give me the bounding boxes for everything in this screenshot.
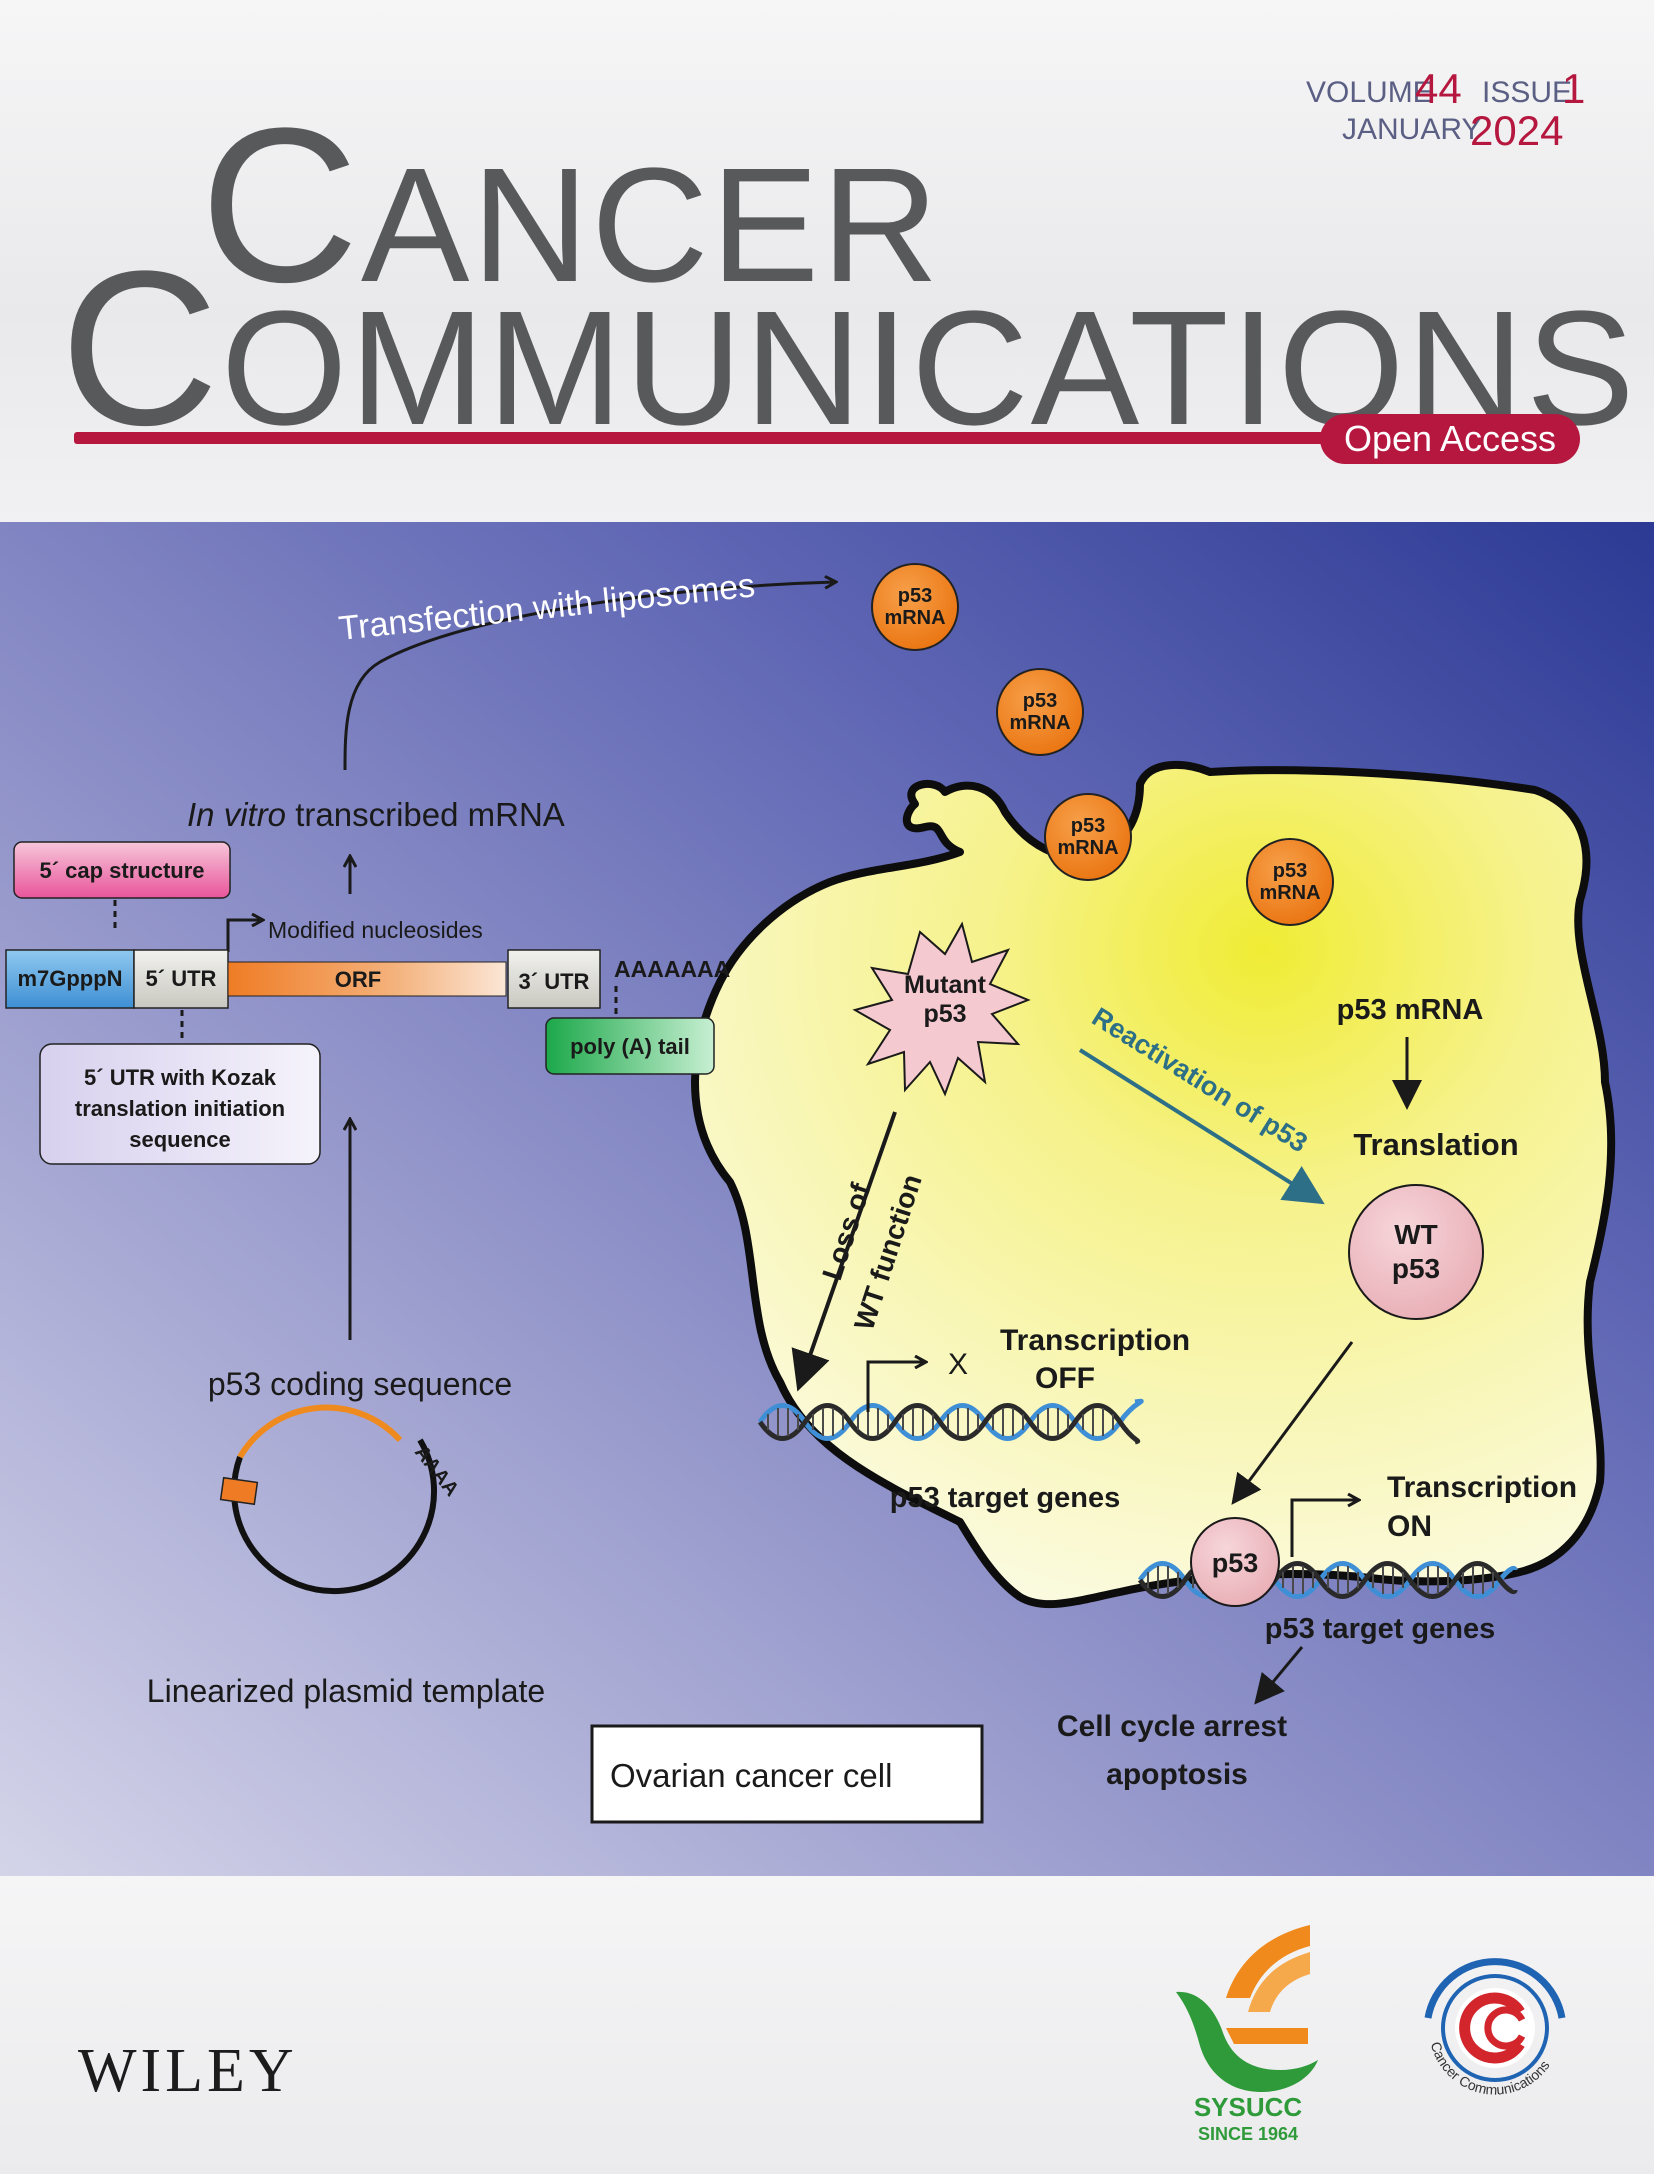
issue-month: JANUARY — [1342, 113, 1482, 146]
cap-segment — [5, 949, 135, 1009]
journal-title-line1: CANCER — [200, 82, 941, 328]
orf-segment-label: ORF — [335, 967, 381, 992]
wt-to-genes-arrow — [1231, 1341, 1354, 1505]
promoter-arrow-off — [866, 1362, 925, 1412]
kozak-box — [39, 1043, 321, 1165]
coding-sequence-label: p53 coding sequence — [208, 1366, 512, 1402]
svg-text:mRNA: mRNA — [1057, 837, 1118, 859]
svg-text:p53: p53 — [1071, 815, 1105, 837]
transcription-on-label: Transcription — [1387, 1471, 1577, 1504]
mutant-label: p53 — [923, 1000, 966, 1028]
svg-text:mRNA: mRNA — [884, 607, 945, 629]
open-access-badge: Open Access — [1320, 414, 1580, 464]
volume-number: 44 — [1415, 65, 1462, 112]
sysucc-since: SINCE 1964 — [1198, 2124, 1298, 2144]
cell-label-box — [590, 1724, 984, 1824]
polya-tail-box — [545, 1017, 715, 1075]
utr3-segment-label: 3´ UTR — [519, 969, 590, 994]
svg-text:mRNA: mRNA — [1259, 882, 1320, 904]
target-genes-on-label: p53 target genes — [1265, 1613, 1495, 1645]
utr3-segment — [507, 949, 601, 1009]
footer-background — [0, 1876, 1654, 2174]
title-rule — [74, 432, 1334, 444]
wt-p53-circle — [1348, 1184, 1484, 1320]
cap-structure-box — [13, 841, 231, 899]
kozak-label-line: 5´ UTR with Kozak — [84, 1065, 277, 1090]
mrna-bubble: p53 mRNA — [1044, 793, 1132, 881]
x-mark: X — [948, 1348, 968, 1381]
svg-text:p53: p53 — [1273, 860, 1307, 882]
sysucc-wordmark: SYSUCC — [1194, 2092, 1303, 2122]
p53-bound-label: p53 — [1212, 1548, 1259, 1578]
cap-segment-label: m7GpppN — [17, 966, 122, 991]
publisher-wordmark: WILEY — [78, 2037, 298, 2105]
kozak-label-line: sequence — [129, 1127, 231, 1152]
ivt-mrna-label: In vitro transcribed mRNA — [187, 796, 565, 833]
kozak-label-line: translation initiation — [75, 1096, 285, 1121]
transcription-off-label: Transcription — [1000, 1324, 1190, 1357]
mrna-bubble: p53 mRNA — [1246, 838, 1334, 926]
issue-year: 2024 — [1470, 107, 1564, 154]
cell-cycle-label: Cell cycle arrest — [1057, 1710, 1287, 1743]
sysucc-logo: SYSUCC SINCE 1964 — [1168, 1920, 1328, 2145]
transfection-arrow — [343, 582, 835, 771]
mrna-bubble: p53 mRNA — [871, 563, 959, 651]
target-genes-off-label: p53 target genes — [890, 1482, 1120, 1514]
svg-text:mRNA: mRNA — [1009, 712, 1070, 734]
reactivation-arrow — [1078, 1048, 1325, 1205]
issue-number: 1 — [1562, 65, 1586, 112]
wt-label: p53 — [1392, 1253, 1440, 1284]
cover-figure: Transfection with liposomes p53 mRNA p53… — [0, 522, 1654, 1876]
nucleoside-arrow — [226, 920, 262, 952]
transcription-on-label: ON — [1387, 1510, 1432, 1543]
cell-cycle-arrow — [1254, 1646, 1304, 1705]
translation-label: Translation — [1353, 1127, 1518, 1162]
mutant-p53-star — [852, 921, 1031, 1097]
plasmid-label: Linearized plasmid template — [147, 1673, 545, 1709]
cell-cycle-label: apoptosis — [1106, 1758, 1248, 1791]
polya-tail-label: poly (A) tail — [570, 1034, 690, 1059]
svg-text:p53: p53 — [1023, 690, 1057, 712]
p53-mrna-label: p53 mRNA — [1337, 994, 1484, 1026]
cap-structure-label: 5´ cap structure — [39, 858, 204, 883]
cancer-communications-logo: Cancer Communications — [1410, 1940, 1580, 2110]
utr5-segment-label: 5´ UTR — [146, 966, 217, 991]
p53-bound-circle — [1190, 1517, 1280, 1607]
transcription-off-label: OFF — [1035, 1362, 1095, 1395]
dna-helix-off — [757, 1398, 1144, 1445]
svg-text:p53: p53 — [898, 585, 932, 607]
loss-arrow — [791, 1111, 897, 1392]
polya-sequence: AAAAAAA — [614, 956, 730, 982]
cell-label: Ovarian cancer cell — [610, 1757, 892, 1794]
mutant-label: Mutant — [904, 971, 987, 999]
wt-label: WT — [1394, 1219, 1438, 1250]
volume-label: VOLUME — [1306, 76, 1433, 109]
mrna-bubble: p53 mRNA — [996, 668, 1084, 756]
modified-nucleosides-label: Modified nucleosides — [268, 917, 483, 943]
issue-label: ISSUE — [1482, 76, 1573, 109]
orf-segment — [227, 961, 507, 997]
promoter-arrow-on — [1290, 1500, 1358, 1557]
